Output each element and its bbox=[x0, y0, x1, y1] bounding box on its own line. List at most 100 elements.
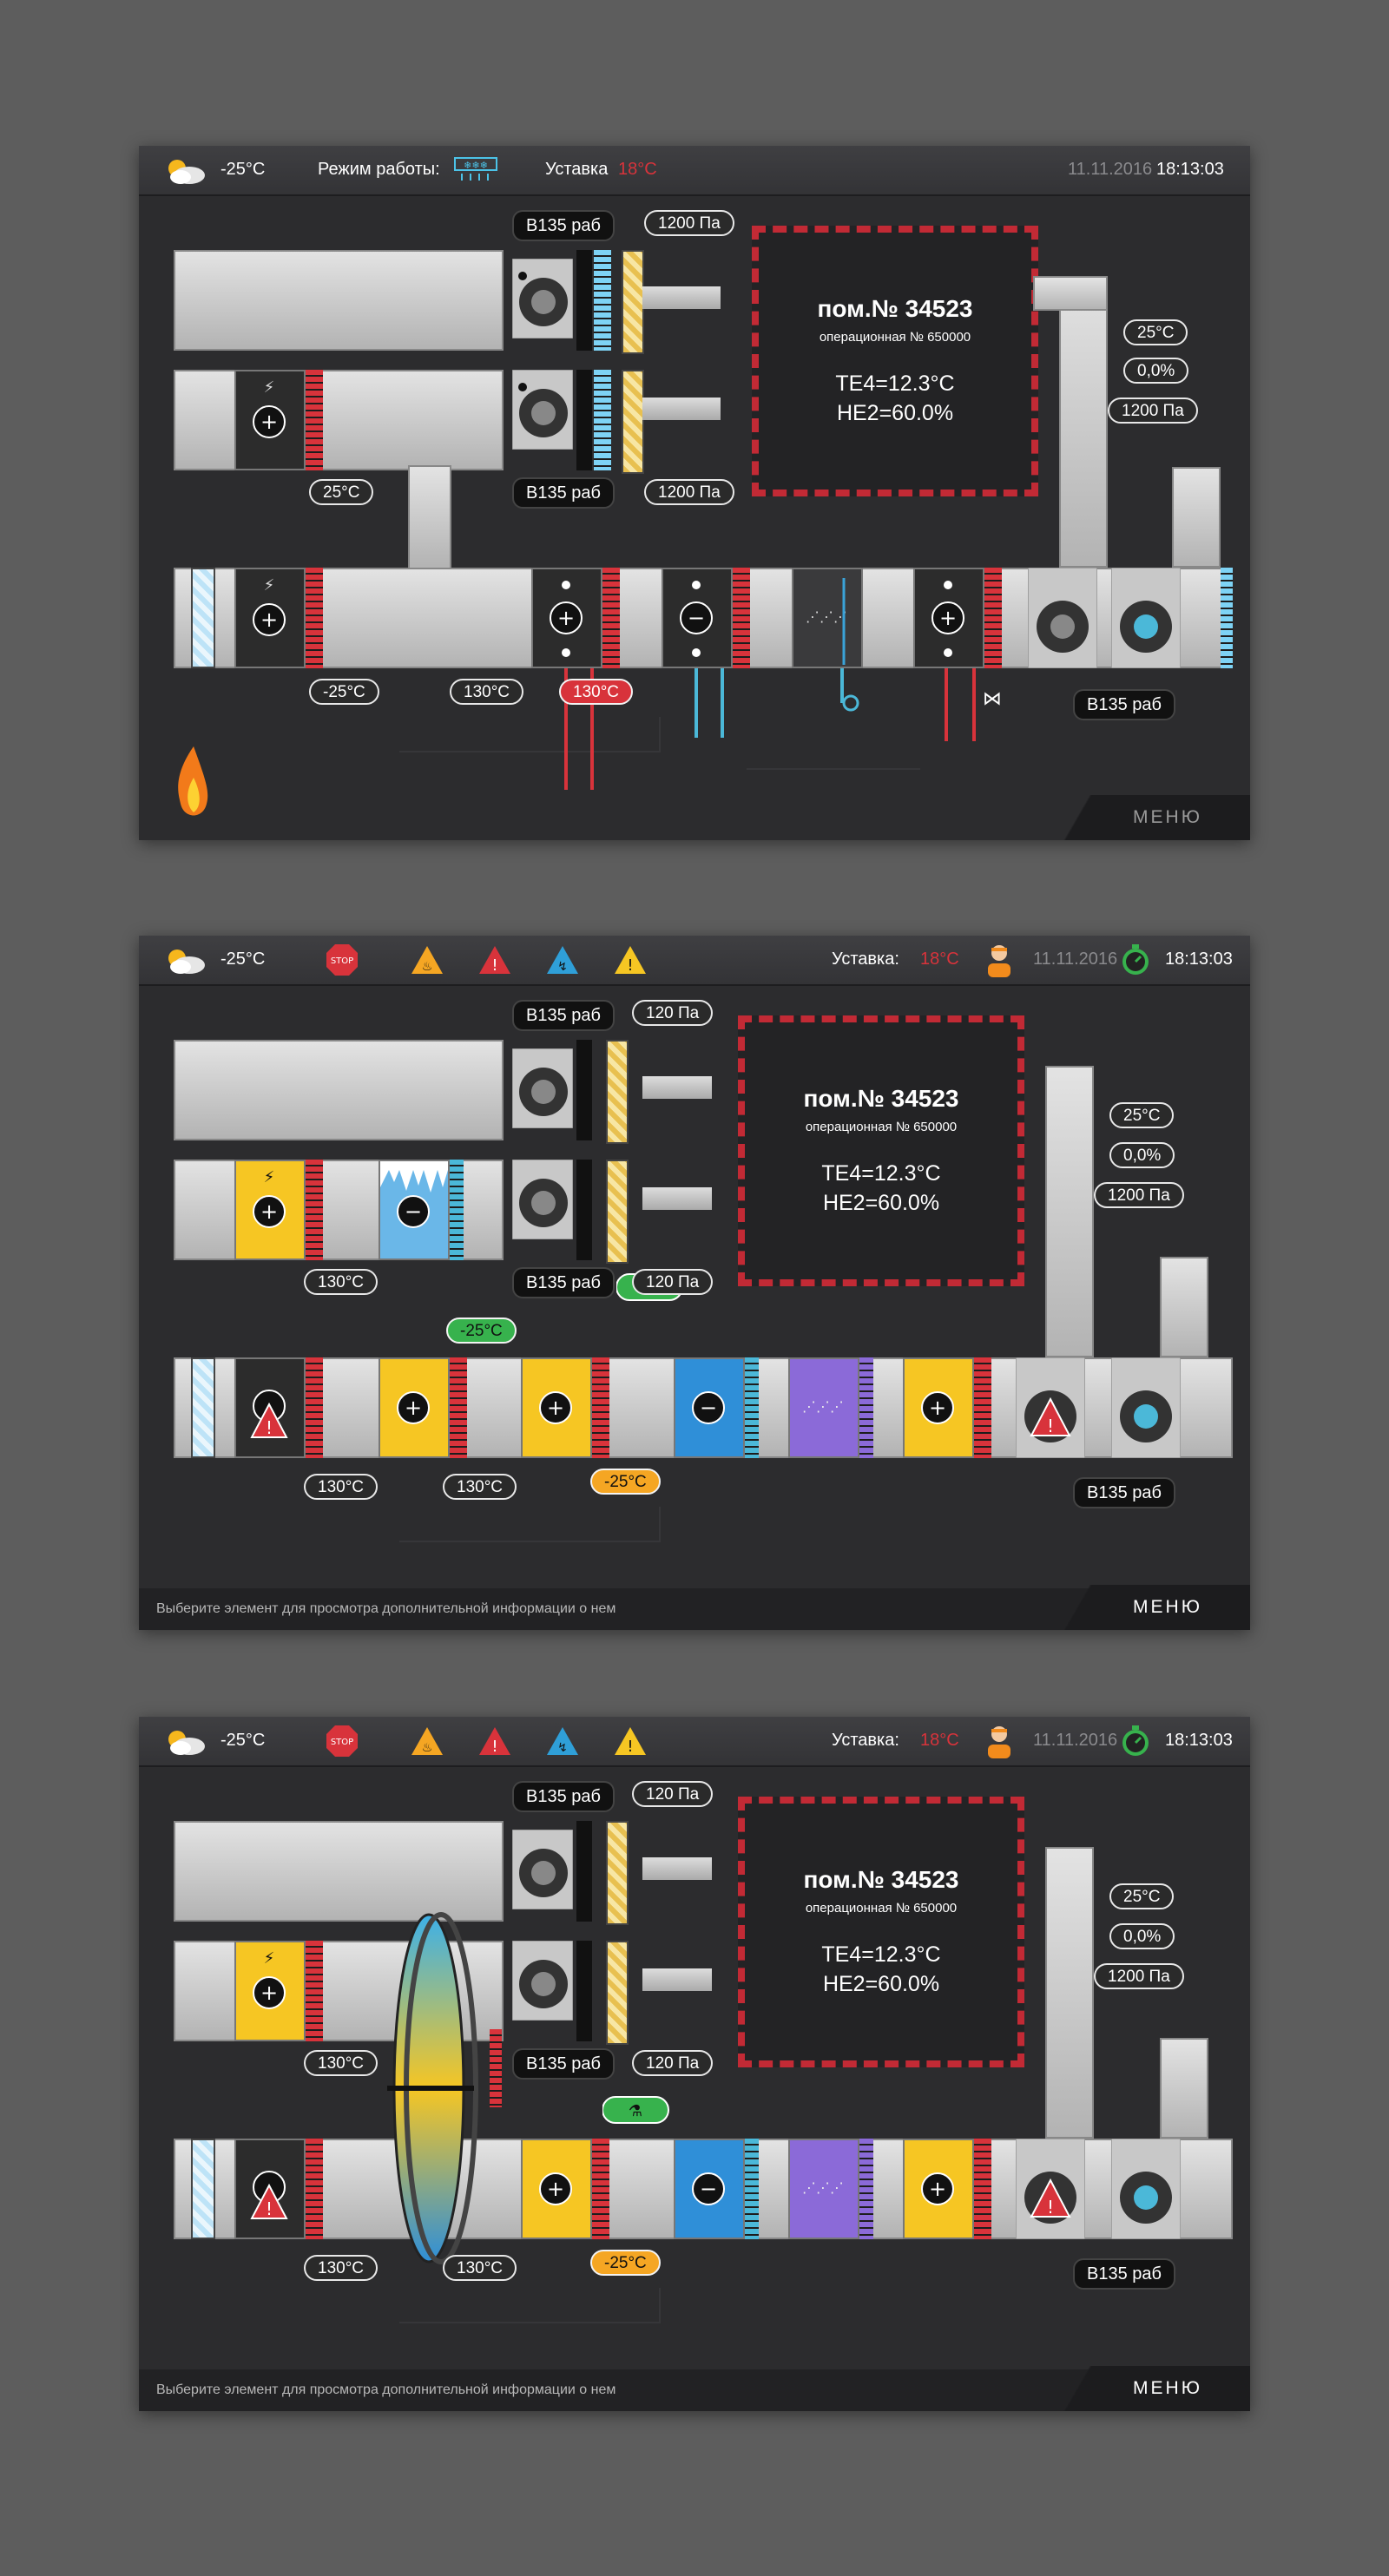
reheater[interactable]: + bbox=[913, 568, 984, 668]
water-cooler[interactable]: − bbox=[674, 1357, 745, 1458]
heater-mid[interactable]: +⚡ bbox=[234, 1941, 306, 2041]
water-heater[interactable]: + bbox=[531, 568, 602, 668]
water-heater[interactable]: + bbox=[521, 2139, 592, 2239]
heater-temp-b[interactable]: 130°C bbox=[443, 1474, 517, 1500]
setpoint-value[interactable]: 18°C bbox=[920, 1731, 959, 1750]
preheater-alarm[interactable]: ! bbox=[234, 2139, 306, 2239]
filter-top[interactable] bbox=[622, 250, 644, 354]
water-heater-2[interactable]: + bbox=[521, 1357, 592, 1458]
humidifier[interactable]: ⋰⋰⋰ bbox=[788, 1357, 859, 1458]
alarm-warning-icon[interactable]: ! bbox=[477, 944, 512, 981]
fan-bottom-status[interactable]: В135 раб bbox=[1075, 2260, 1174, 2288]
frost-warning-icon[interactable]: ↯ bbox=[545, 944, 580, 981]
timer-icon[interactable] bbox=[1120, 1724, 1151, 1764]
right-temp[interactable]: 25°C bbox=[1123, 319, 1188, 345]
fan-top[interactable] bbox=[511, 258, 574, 343]
exhaust-fan-2[interactable] bbox=[1110, 1357, 1182, 1462]
heater-temp-b[interactable]: 130°C bbox=[443, 2255, 517, 2281]
exhaust-fan-1-alarm[interactable]: ! bbox=[1015, 2138, 1086, 2244]
humidifier[interactable]: ⋰⋰⋰ bbox=[792, 568, 863, 668]
fan-mid[interactable] bbox=[511, 1159, 574, 1244]
room-panel[interactable]: пом.№ 34523 операционная № 650000 ТЕ4=12… bbox=[738, 1797, 1024, 2067]
heater-temp[interactable]: 130°C bbox=[450, 679, 524, 705]
reheater-valve[interactable]: ⋈ bbox=[938, 668, 1016, 746]
pressure-top[interactable]: 1200 Па bbox=[644, 210, 734, 236]
fan-top[interactable] bbox=[511, 1048, 574, 1133]
valve-temp[interactable]: -25°C bbox=[590, 1469, 661, 1495]
exhaust-fan-1-alarm[interactable]: ! bbox=[1015, 1357, 1086, 1462]
fan-mid[interactable] bbox=[511, 1940, 574, 2025]
valve-temp[interactable]: 130°C bbox=[559, 679, 634, 705]
fan-mid[interactable] bbox=[511, 369, 574, 454]
reheater[interactable]: + bbox=[903, 2139, 974, 2239]
setpoint-value[interactable]: 18°C bbox=[618, 160, 657, 179]
heater-temp-a[interactable]: 130°C bbox=[304, 2255, 379, 2281]
cooler-temp[interactable]: -25°C bbox=[446, 1318, 517, 1344]
filter-mid[interactable] bbox=[606, 1941, 629, 2045]
operator-avatar[interactable] bbox=[984, 943, 1014, 982]
menu-button[interactable]: МЕНЮ bbox=[1059, 1585, 1250, 1630]
right-temp[interactable]: 25°C bbox=[1109, 1102, 1175, 1128]
humidifier[interactable]: ⋰⋰⋰ bbox=[788, 2139, 859, 2239]
alarm-warning-icon[interactable]: ! bbox=[477, 1725, 512, 1762]
right-percent[interactable]: 0,0% bbox=[1109, 1142, 1175, 1168]
fire-warning-icon[interactable]: ♨ bbox=[410, 1725, 444, 1762]
humidifier-valve[interactable] bbox=[833, 668, 868, 712]
right-percent[interactable]: 0,0% bbox=[1123, 358, 1189, 384]
humidity-sensor-icon[interactable]: ⚗ bbox=[602, 2093, 672, 2132]
stop-icon[interactable]: STOP bbox=[325, 943, 359, 982]
right-pressure[interactable]: 1200 Па bbox=[1094, 1963, 1184, 1989]
fan-mid-status[interactable]: В135 раб bbox=[514, 1269, 613, 1297]
right-temp[interactable]: 25°C bbox=[1109, 1883, 1175, 1909]
room-panel[interactable]: пом.№ 34523 операционная № 650000 ТЕ4=12… bbox=[752, 226, 1038, 496]
fan-top[interactable] bbox=[511, 1829, 574, 1914]
exhaust-fan-2[interactable] bbox=[1110, 2138, 1182, 2244]
general-warning-icon[interactable]: ! bbox=[613, 1725, 648, 1762]
pressure-top[interactable]: 120 Па bbox=[632, 1000, 714, 1026]
heater-temp-a[interactable]: 130°C bbox=[304, 1474, 379, 1500]
fan-top-status[interactable]: В135 раб bbox=[514, 212, 613, 240]
room-panel[interactable]: пом.№ 34523 операционная № 650000 ТЕ4=12… bbox=[738, 1015, 1024, 1286]
fan-mid-status[interactable]: В135 раб bbox=[514, 479, 613, 507]
intake-filter[interactable] bbox=[191, 2139, 215, 2239]
filter-top[interactable] bbox=[606, 1040, 629, 1144]
exhaust-fan-1[interactable] bbox=[1027, 567, 1098, 673]
water-cooler[interactable]: − bbox=[662, 568, 733, 668]
heater-mid[interactable]: +⚡ bbox=[234, 370, 306, 470]
fan-top-status[interactable]: В135 раб bbox=[514, 1783, 613, 1810]
reheater[interactable]: + bbox=[903, 1357, 974, 1458]
heater-mid[interactable]: +⚡ bbox=[234, 1160, 306, 1260]
pressure-mid[interactable]: 1200 Па bbox=[644, 479, 734, 505]
pressure-top[interactable]: 120 Па bbox=[632, 1781, 714, 1807]
frozen-cooler[interactable]: − bbox=[379, 1160, 450, 1260]
filter-mid[interactable] bbox=[622, 370, 644, 474]
fan-mid-status[interactable]: В135 раб bbox=[514, 2050, 613, 2078]
water-heater-1[interactable]: + bbox=[379, 1357, 450, 1458]
preheater-alarm[interactable]: ! bbox=[234, 1357, 306, 1458]
valve-temp[interactable]: -25°C bbox=[590, 2250, 661, 2276]
filter-mid[interactable] bbox=[606, 1160, 629, 1264]
exhaust-fan-2[interactable] bbox=[1110, 567, 1182, 673]
timer-icon[interactable] bbox=[1120, 943, 1151, 982]
fan-top-status[interactable]: В135 раб bbox=[514, 1002, 613, 1029]
pressure-mid[interactable]: 120 Па bbox=[632, 1269, 714, 1295]
snowflake-mode-icon[interactable]: ❄❄❄ bbox=[453, 154, 498, 189]
setpoint-value[interactable]: 18°C bbox=[920, 950, 959, 969]
outdoor-inlet-temp[interactable]: -25°C bbox=[309, 679, 379, 705]
intake-filter[interactable] bbox=[191, 1357, 215, 1458]
right-pressure[interactable]: 1200 Па bbox=[1108, 398, 1198, 424]
menu-button[interactable]: МЕНЮ bbox=[1059, 2366, 1250, 2411]
fan-bottom-status[interactable]: В135 раб bbox=[1075, 691, 1174, 719]
fire-icon[interactable] bbox=[163, 743, 224, 825]
right-pressure[interactable]: 1200 Па bbox=[1094, 1182, 1184, 1208]
mid-temp[interactable]: 130°C bbox=[304, 1269, 379, 1295]
fire-warning-icon[interactable]: ♨ bbox=[410, 944, 444, 981]
fan-bottom-status[interactable]: В135 раб bbox=[1075, 1479, 1174, 1507]
frost-warning-icon[interactable]: ↯ bbox=[545, 1725, 580, 1762]
preheater[interactable]: +⚡ bbox=[234, 568, 306, 668]
general-warning-icon[interactable]: ! bbox=[613, 944, 648, 981]
mid-temp[interactable]: 130°C bbox=[304, 2050, 379, 2076]
water-cooler[interactable]: − bbox=[674, 2139, 745, 2239]
mid-temp[interactable]: 25°C bbox=[309, 479, 374, 505]
stop-icon[interactable]: STOP bbox=[325, 1724, 359, 1764]
